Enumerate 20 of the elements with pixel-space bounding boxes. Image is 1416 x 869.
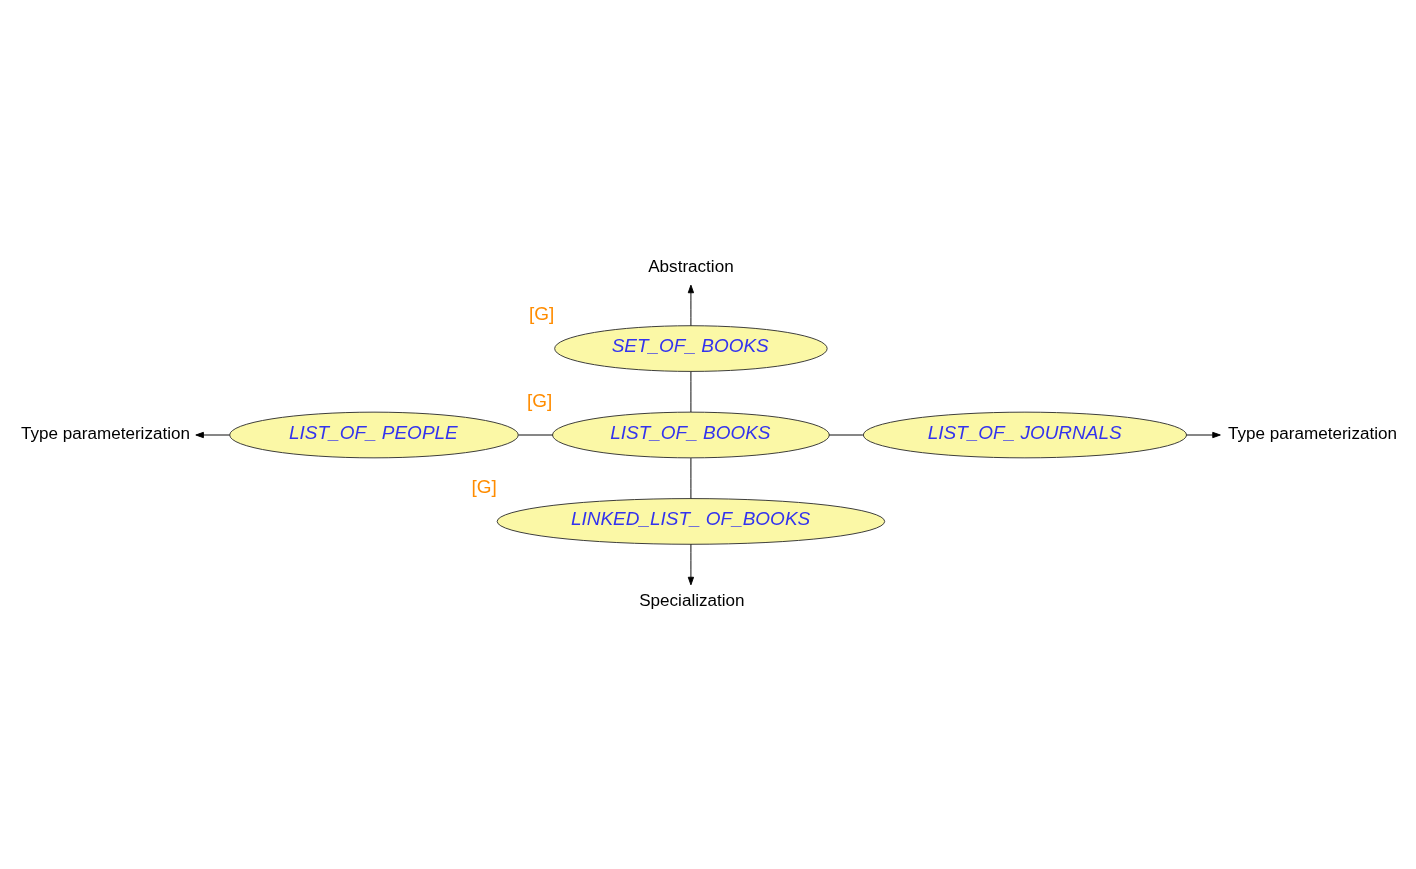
node-label: [G] (529, 302, 555, 324)
node-text: Type parameterization (1227, 423, 1397, 443)
node-ellipse: LINKED_LIST_ OF_BOOKS (496, 497, 886, 545)
node-ellipse: LIST_OF_ JOURNALS (862, 411, 1188, 458)
connector (828, 434, 864, 435)
node-label: [G] (471, 475, 497, 497)
node-text: Abstraction (648, 256, 734, 276)
arrow (195, 431, 231, 438)
arrow (687, 543, 695, 585)
node-ellipse: SET_OF_ BOOKS (554, 324, 828, 372)
node-ellipse: LIST_OF_ PEOPLE (229, 411, 519, 458)
arrow (687, 284, 695, 326)
node-text: Type parameterization (21, 423, 190, 443)
connector (690, 457, 692, 499)
arrow (1186, 431, 1221, 438)
node-label: [G] (527, 388, 553, 410)
node-ellipse: LIST_OF_ BOOKS (552, 411, 830, 458)
connector (518, 434, 553, 435)
node-text: Specialization (639, 590, 745, 610)
connector (690, 370, 692, 412)
